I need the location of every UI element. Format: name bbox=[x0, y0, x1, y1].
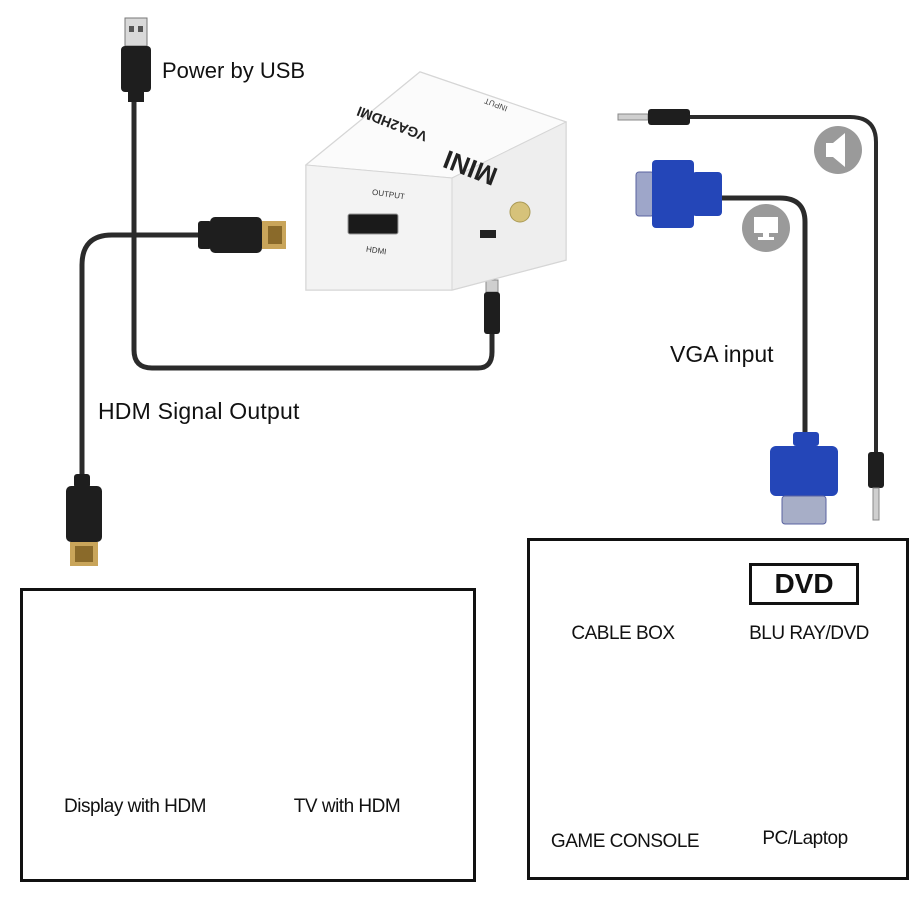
usb-cable bbox=[131, 100, 495, 371]
audio-cable bbox=[690, 115, 878, 455]
screen-icon bbox=[742, 204, 790, 252]
usb-plug-icon bbox=[121, 17, 151, 102]
input-caption-game-console: GAME CONSOLE bbox=[550, 831, 700, 852]
hdmi-output-label: HDM Signal Output bbox=[98, 398, 300, 424]
hdmi-cable bbox=[79, 232, 205, 478]
audio-plug-bottom-icon bbox=[868, 452, 884, 521]
output-devices-box bbox=[20, 588, 476, 882]
hdmi-plug-top-icon bbox=[198, 217, 286, 253]
input-caption-pc: PC/Laptop bbox=[762, 828, 848, 849]
output-caption-tv: TV with HDM bbox=[293, 796, 401, 817]
vga-plug-top-icon bbox=[635, 160, 722, 228]
speaker-icon bbox=[814, 126, 862, 174]
vga-input-label: VGA input bbox=[670, 341, 774, 367]
converter-device bbox=[304, 71, 568, 291]
vga-plug-bottom-icon bbox=[770, 432, 838, 525]
dvd-icon: DVD bbox=[749, 563, 859, 605]
output-caption-display: Display with HDM bbox=[64, 796, 206, 817]
mini-usb-plug-icon bbox=[484, 279, 500, 334]
input-caption-bluray: BLU RAY/DVD bbox=[749, 623, 869, 644]
input-devices-box bbox=[527, 538, 909, 880]
vga-cable bbox=[722, 195, 808, 450]
input-caption-cable-box: CABLE BOX bbox=[571, 623, 675, 644]
audio-plug-top-icon bbox=[617, 109, 690, 125]
hdmi-plug-bottom-icon bbox=[66, 474, 102, 566]
power-label: Power by USB bbox=[162, 58, 306, 83]
